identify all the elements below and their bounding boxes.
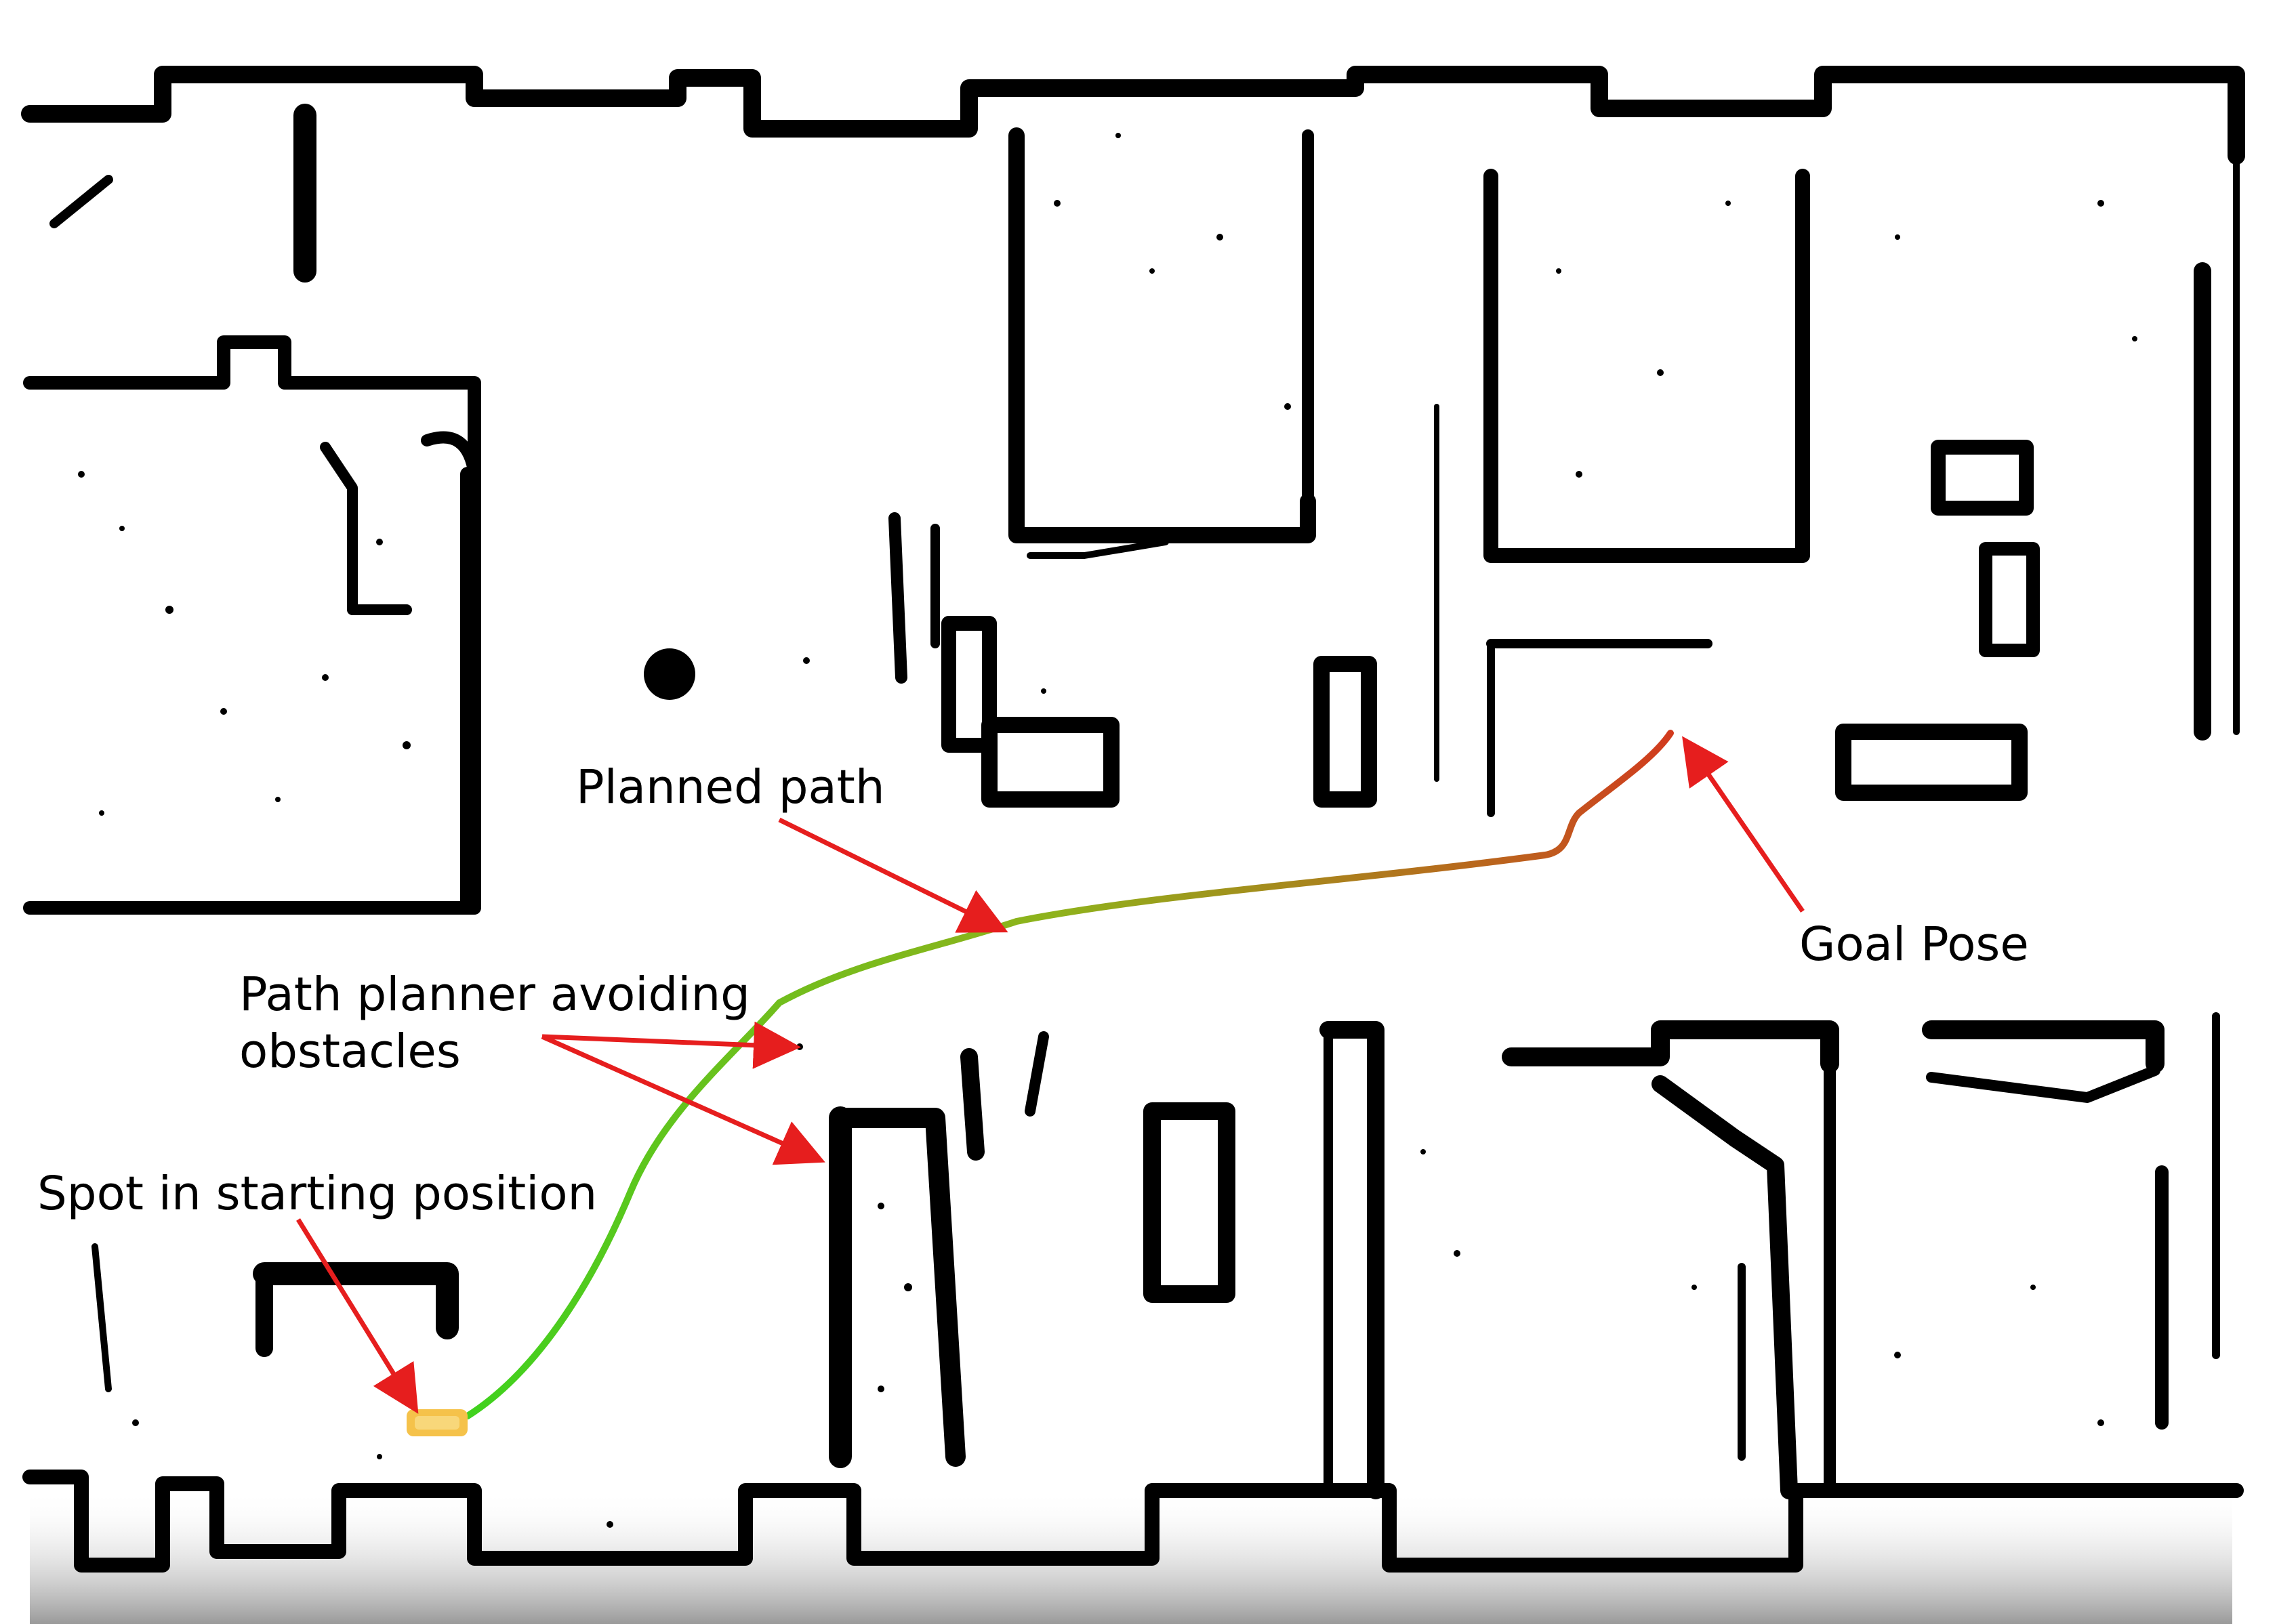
- arrow-goal-pose: [1682, 736, 1805, 913]
- map-speckles: [78, 133, 2137, 1528]
- arrow-spot-start: [296, 1218, 419, 1414]
- arrow-planned-path: [778, 817, 1008, 933]
- arrow-avoid-1: [541, 1021, 801, 1069]
- spot-robot-icon: [407, 1409, 468, 1436]
- label-path-planner-avoiding: Path planner avoiding obstacles: [239, 966, 750, 1080]
- label-goal-pose: Goal Pose: [1799, 917, 2029, 972]
- arrow-avoid-2: [541, 1034, 825, 1165]
- map-walls: [21, 66, 2245, 1573]
- red-arrow-icon: [296, 736, 1805, 1414]
- label-avoiding-line-2: obstacles: [239, 1024, 461, 1079]
- label-planned-path: Planned path: [576, 760, 885, 814]
- label-avoiding-line-1: Path planner avoiding: [239, 967, 750, 1022]
- label-spot-start: Spot in starting position: [37, 1167, 598, 1221]
